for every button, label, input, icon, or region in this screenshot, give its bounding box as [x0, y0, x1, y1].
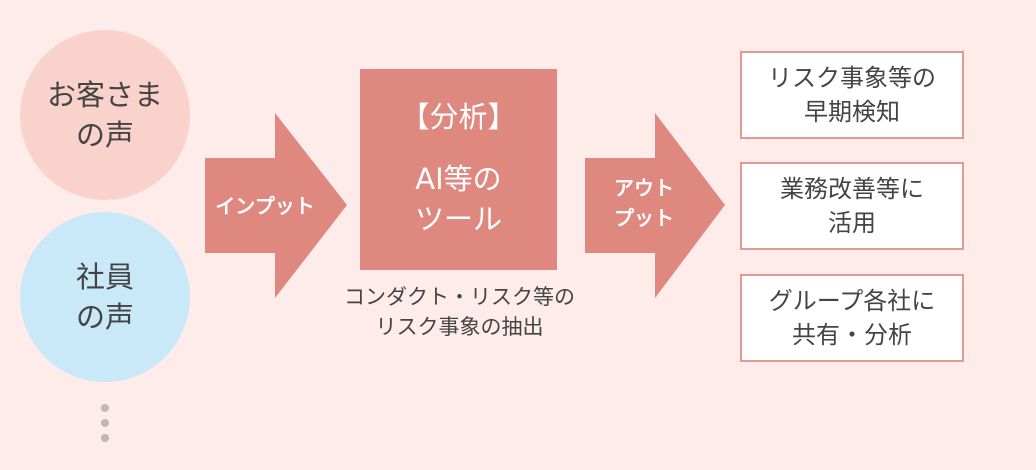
analysis-box: 【分析】 AI等の ツール: [360, 69, 557, 270]
output-business-improvement-label: 業務改善等に 活用: [780, 175, 924, 237]
output-group-sharing-label: グループ各社に 共有・分析: [768, 287, 936, 349]
output-business-improvement: 業務改善等に 活用: [740, 162, 964, 250]
input-arrow-shape: [205, 113, 347, 298]
ellipsis-dot: [101, 419, 109, 427]
input-arrow-label: インプット: [215, 194, 315, 218]
analysis-body: AI等の ツール: [414, 162, 502, 236]
ellipsis-dot: [101, 404, 109, 412]
output-arrow: [585, 113, 725, 298]
customer-voice-circle: お客さま の声: [20, 30, 190, 200]
output-arrow-shape: [585, 113, 725, 298]
analysis-title: 【分析】: [400, 100, 517, 134]
ellipsis-dot: [101, 434, 109, 442]
output-early-detection: リスク事象等の 早期検知: [740, 51, 964, 139]
employee-voice-label: 社員 の声: [75, 260, 134, 334]
employee-voice-circle: 社員 の声: [20, 212, 190, 382]
input-arrow: [205, 113, 347, 298]
customer-voice-label: お客さま の声: [46, 78, 163, 152]
analysis-caption: コンダクト・リスク等の リスク事象の抽出: [344, 285, 575, 339]
output-early-detection-label: リスク事象等の 早期検知: [768, 64, 936, 126]
output-arrow-label: アウト プット: [614, 176, 674, 230]
output-group-sharing: グループ各社に 共有・分析: [740, 274, 964, 362]
